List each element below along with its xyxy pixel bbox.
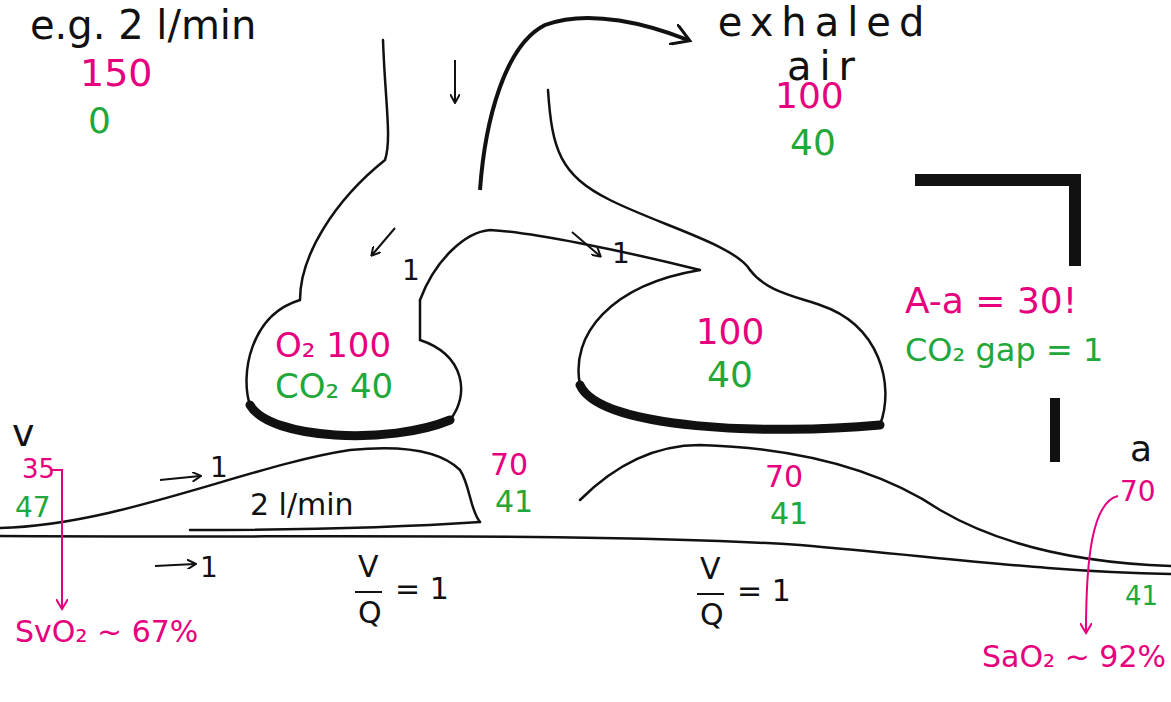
- gap-bracket: [1050, 398, 1060, 462]
- alveolus-content: 10040: [570, 265, 890, 396]
- flow-arrow: [160, 476, 200, 480]
- gas-exchange-membrane: [250, 405, 450, 436]
- value-label: 1: [612, 238, 630, 270]
- saturation-pointer: [52, 470, 62, 608]
- value-label: 40: [790, 122, 836, 163]
- value-label: CO₂ gap = 1: [905, 332, 1103, 369]
- flow-arrow: [572, 232, 600, 256]
- alveolus: 10040: [570, 265, 890, 440]
- fraction-bar: [697, 593, 724, 595]
- vessel-walls: [0, 445, 1171, 574]
- value-label: 100: [775, 75, 844, 116]
- value-label: V: [700, 552, 721, 587]
- value-label: 35: [22, 455, 55, 485]
- alveolus-wall: [579, 270, 886, 429]
- value-label: = 1: [395, 572, 449, 607]
- value-label: Q: [700, 598, 724, 633]
- airway-wall: [300, 40, 388, 300]
- value-label: 47: [15, 492, 51, 524]
- value-label: 41: [1125, 582, 1158, 612]
- value-label: Q: [358, 596, 382, 631]
- value-label: = 1: [737, 574, 791, 609]
- value-label: 41: [495, 485, 533, 520]
- exhaled-arrow: [480, 18, 688, 190]
- value-label: A-a = 30!: [905, 280, 1077, 321]
- flow-arrow: [155, 564, 195, 566]
- gap-bracket: [915, 180, 1075, 266]
- value-label: e.g. 2 l/min: [30, 2, 256, 48]
- vessel-wall: [0, 536, 1171, 574]
- flow-note: exhaled air: [695, 0, 955, 88]
- inhaled-arrow: [454, 60, 456, 102]
- value-label: SvO₂ ~ 67%: [15, 615, 198, 650]
- value-label: v: [12, 412, 35, 456]
- airway-walls: [300, 40, 750, 300]
- value-label: 70: [765, 460, 803, 495]
- value-label: 41: [770, 497, 808, 532]
- alveolus-wall: [247, 300, 462, 436]
- alveolus: O₂ 100CO₂ 40: [240, 295, 470, 445]
- airway-wall: [420, 230, 700, 300]
- value-label: 2 l/min: [250, 488, 354, 523]
- value-label: SaO₂ ~ 92%: [982, 640, 1166, 675]
- value-label: 150: [80, 52, 153, 96]
- value-label: 70: [490, 448, 528, 483]
- value-label: 0: [88, 100, 111, 141]
- value-label: 1: [210, 452, 228, 484]
- capillary-wall: [0, 448, 480, 528]
- gas-pressure: CO₂ 40: [275, 366, 393, 407]
- fraction-bar: [355, 591, 382, 593]
- value-label: a: [1130, 428, 1152, 469]
- gas-pressure: 100: [696, 310, 765, 353]
- value-label: 1: [200, 552, 218, 584]
- capillary-wall: [580, 445, 1171, 566]
- value-label: 70: [1120, 476, 1156, 508]
- alveolus-outline: [570, 265, 890, 440]
- flow-arrow: [372, 228, 395, 255]
- gas-pressure: O₂ 100: [275, 325, 391, 366]
- capillary-wall: [190, 522, 480, 530]
- saturation-pointer: [1086, 496, 1118, 632]
- value-label: V: [358, 550, 379, 585]
- value-label: 1: [402, 255, 420, 287]
- alveolus-content: O₂ 100CO₂ 40: [240, 295, 470, 407]
- gas-pressure: 40: [707, 353, 753, 396]
